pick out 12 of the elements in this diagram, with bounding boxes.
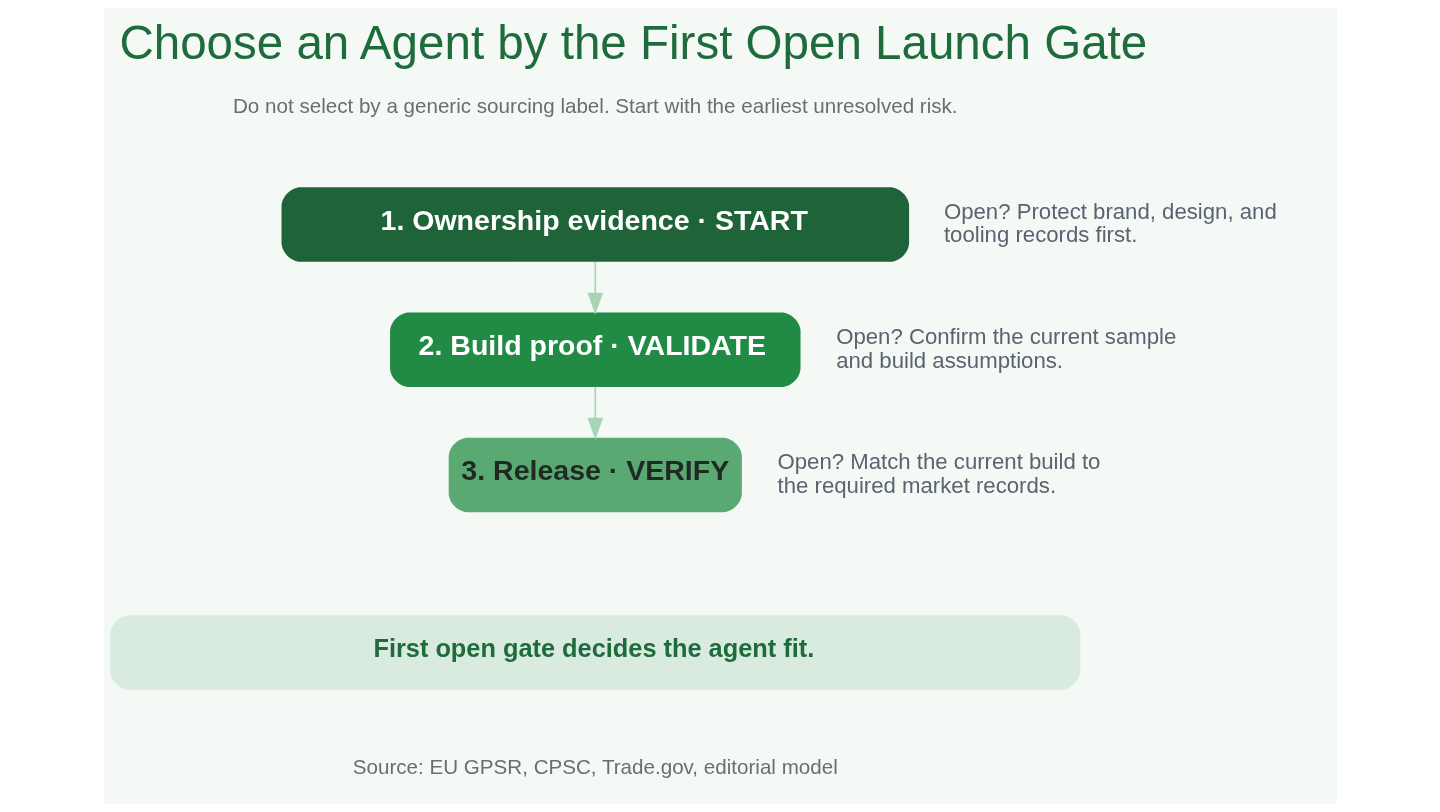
node-box: 3. Release · VERIFY [448,437,742,513]
arrow [587,261,603,315]
node-label: Open? Match the current build to the required market records. [777,448,1100,498]
label: Do not select by a generic sourcing label. Start with the earliest unresolved risk. [232,94,958,118]
node-label: Open? Confirm the current sample and build assumptions. [835,323,1176,373]
node-box: 2. Build proof · VALIDATE [389,312,801,387]
node-label: Open? Protect brand, design, and tooling records first. [943,198,1277,248]
node-box: 1. Ownership evidence · START [281,187,909,262]
arrow [587,386,603,441]
label: Source: EU GPSR, CPSC, Trade.gov, editorial model [352,755,838,779]
node-box: First open gate decides the agent fit. [109,615,1080,690]
diagram-title: Choose an Agent by the First Open Launch Gate [118,15,1147,69]
